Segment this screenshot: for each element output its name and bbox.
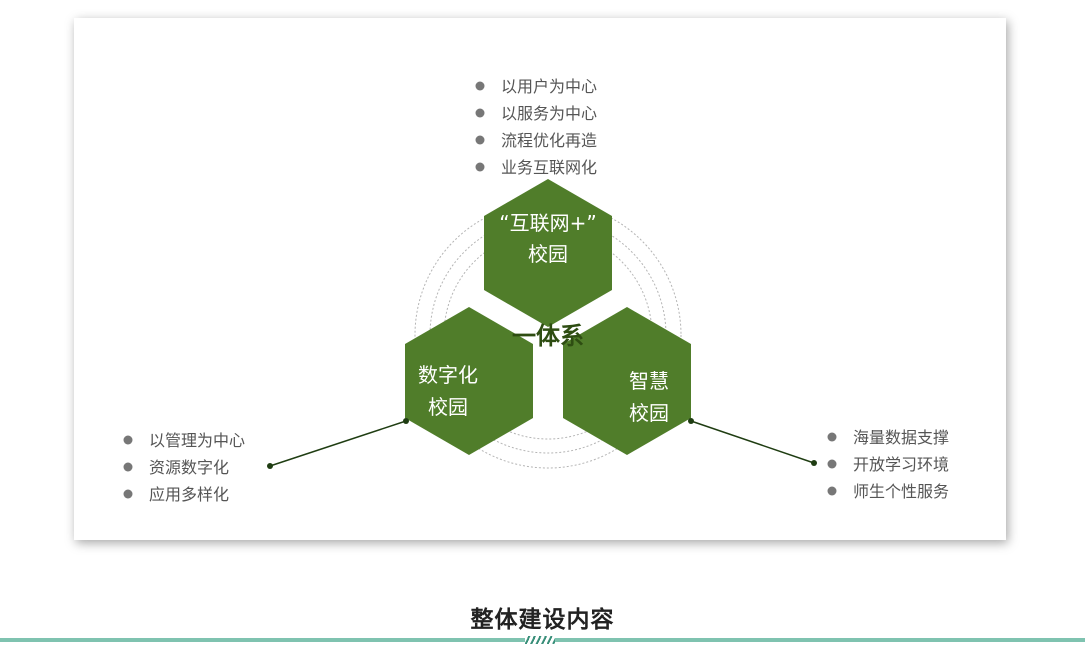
- bullet-icon: [475, 162, 485, 172]
- bullet-icon: [827, 432, 837, 442]
- bullet-icon: [123, 462, 133, 472]
- diagram-card: “互联网+” 校园 数字化 校园 智慧 校园 一体系 以用户为中心 以服务为中心…: [74, 18, 1006, 540]
- connector-right-dot-outer: [811, 460, 817, 466]
- hex-top-line2: 校园: [528, 242, 568, 266]
- list-top: 以用户为中心 以服务为中心 流程优化再造 业务互联网化: [475, 77, 597, 177]
- diagram-canvas: “互联网+” 校园 数字化 校园 智慧 校园 一体系 以用户为中心 以服务为中心…: [123, 77, 949, 504]
- connector-left: [269, 420, 407, 467]
- list-left-item: 以管理为中心: [149, 431, 245, 450]
- center-label: 一体系: [512, 322, 584, 350]
- hex-right-line1: 智慧: [629, 369, 669, 393]
- connector-left-dot-inner: [403, 418, 409, 424]
- list-top-item: 以服务为中心: [501, 104, 597, 123]
- bullet-icon: [475, 135, 485, 145]
- hex-right-line2: 校园: [629, 401, 669, 425]
- connectors: [269, 420, 815, 467]
- list-right-item: 师生个性服务: [853, 482, 949, 501]
- ring-outer: [414, 201, 682, 469]
- bullet-icon: [827, 486, 837, 496]
- list-top-item: 业务互联网化: [501, 158, 597, 177]
- list-top-item: 流程优化再造: [501, 131, 597, 150]
- caption-underline: [0, 636, 1085, 644]
- hex-left-line2: 校园: [428, 395, 468, 419]
- connector-right-dot-inner: [688, 418, 694, 424]
- bullet-icon: [123, 435, 133, 445]
- hexagon-right: [563, 307, 691, 455]
- list-right-item: 海量数据支撑: [853, 428, 949, 447]
- list-right: 海量数据支撑 开放学习环境 师生个性服务: [827, 428, 949, 501]
- bullet-icon: [827, 459, 837, 469]
- connector-right: [690, 420, 815, 464]
- caption-title: 整体建设内容: [470, 607, 615, 633]
- bullet-icon: [475, 108, 485, 118]
- underline-stripes: [525, 636, 555, 644]
- bullet-icon: [475, 81, 485, 91]
- list-top-item: 以用户为中心: [501, 77, 597, 96]
- hex-top-line1: “互联网+”: [499, 211, 596, 235]
- hex-left-line1: 数字化: [418, 363, 478, 387]
- list-right-item: 开放学习环境: [853, 455, 949, 474]
- hexagon-left: [405, 307, 533, 455]
- list-left-item: 资源数字化: [149, 458, 229, 477]
- connector-left-dot-outer: [267, 463, 273, 469]
- bullet-icon: [123, 489, 133, 499]
- hexagon-top: [484, 179, 612, 327]
- list-left-item: 应用多样化: [149, 485, 229, 504]
- list-left: 以管理为中心 资源数字化 应用多样化: [123, 431, 245, 504]
